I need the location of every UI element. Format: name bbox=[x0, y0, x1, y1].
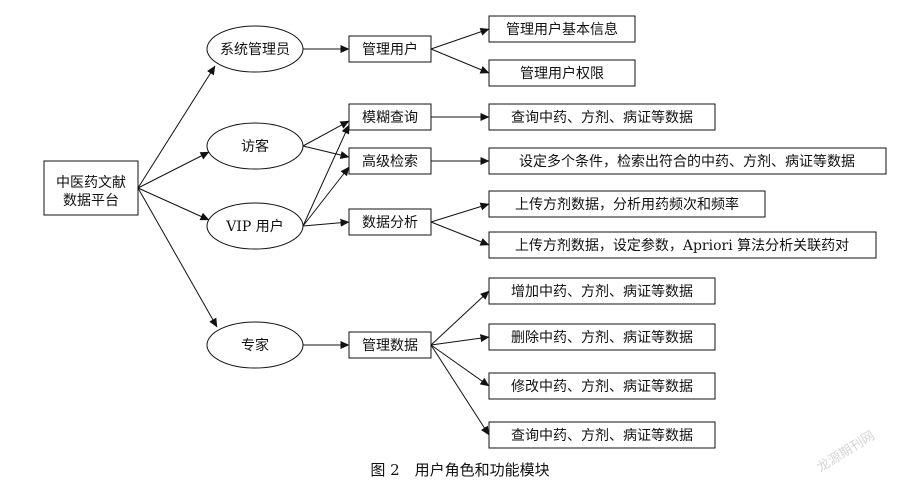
function-label: 增加中药、方剂、病证等数据 bbox=[511, 283, 693, 300]
arrow-manage_users-to-f1 bbox=[430, 27, 490, 50]
function-label: 查询中药、方剂、病证等数据 bbox=[511, 109, 693, 126]
function-label: 设定多个条件，检索出符合的中药、方剂、病证等数据 bbox=[519, 153, 855, 170]
module-advanced-search: 高级检索 bbox=[348, 147, 432, 175]
module-data-analysis-label: 数据分析 bbox=[362, 215, 418, 231]
role-admin: 系统管理员 bbox=[206, 25, 304, 73]
role-admin-label: 系统管理员 bbox=[220, 42, 290, 58]
role-expert: 专家 bbox=[206, 321, 304, 369]
arrow-data_analysis-to-f5 bbox=[430, 202, 490, 223]
function-box: 修改中药、方剂、病证等数据 bbox=[488, 372, 716, 400]
function-label: 管理用户基本信息 bbox=[506, 21, 618, 38]
arrow-visitor-to-fuzzy_query bbox=[302, 120, 350, 147]
function-box: 设定多个条件，检索出符合的中药、方剂、病证等数据 bbox=[488, 147, 887, 175]
function-box: 增加中药、方剂、病证等数据 bbox=[488, 277, 716, 305]
arrow-visitor-to-advanced_search bbox=[302, 145, 350, 159]
arrow-vip-to-fuzzy_query bbox=[302, 124, 350, 227]
platform-label-line1: 中医药文献 bbox=[56, 175, 126, 191]
role-visitor: 访客 bbox=[206, 122, 304, 170]
function-label: 管理用户权限 bbox=[520, 65, 604, 82]
arrow-manage_users-to-f2 bbox=[430, 48, 490, 74]
module-advanced-search-label: 高级检索 bbox=[362, 153, 418, 170]
module-manage-data: 管理数据 bbox=[348, 331, 432, 359]
function-box: 查询中药、方剂、病证等数据 bbox=[488, 103, 716, 131]
function-label: 删除中药、方剂、病证等数据 bbox=[511, 329, 693, 346]
arrow-platform-to-visitor bbox=[137, 151, 210, 189]
role-vip-label: VIP 用户 bbox=[225, 218, 284, 235]
function-box: 上传方剂数据，分析用药频次和频率 bbox=[488, 190, 766, 218]
function-label: 修改中药、方剂、病证等数据 bbox=[511, 378, 693, 395]
module-fuzzy-query: 模糊查询 bbox=[348, 103, 432, 131]
arrow-vip-to-advanced_search bbox=[302, 166, 350, 227]
arrow-platform-to-admin bbox=[137, 65, 216, 189]
watermark: 龙源期刊网 bbox=[815, 428, 878, 475]
function-label: 查询中药、方剂、病证等数据 bbox=[511, 427, 693, 444]
platform-node: 中医药文献 数据平台 bbox=[43, 160, 139, 216]
function-box: 管理用户基本信息 bbox=[488, 15, 636, 43]
figure-caption: 图 2 用户角色和功能模块 bbox=[370, 461, 549, 479]
role-expert-label: 专家 bbox=[241, 337, 269, 354]
arrow-platform-to-expert bbox=[137, 187, 218, 328]
arrow-manage_data-to-f9 bbox=[430, 344, 490, 387]
arrow-manage_data-to-f8 bbox=[430, 334, 490, 346]
function-box: 管理用户权限 bbox=[488, 59, 636, 87]
arrow-manage_data-to-f7 bbox=[430, 290, 490, 346]
module-manage-data-label: 管理数据 bbox=[362, 338, 418, 354]
function-box: 删除中药、方剂、病证等数据 bbox=[488, 323, 716, 351]
platform-label-line2: 数据平台 bbox=[63, 193, 119, 209]
function-box: 上传方剂数据，设定参数，Apriori 算法分析关联药对 bbox=[488, 231, 877, 259]
connector-layer bbox=[137, 27, 490, 436]
module-manage-users-label: 管理用户 bbox=[362, 41, 418, 58]
arrow-manage_data-to-f10 bbox=[430, 344, 490, 436]
role-vip: VIP 用户 bbox=[206, 202, 304, 250]
arrow-platform-to-vip bbox=[137, 187, 210, 221]
module-fuzzy-query-label: 模糊查询 bbox=[362, 110, 418, 126]
module-manage-users: 管理用户 bbox=[348, 35, 432, 63]
arrow-vip-to-data_analysis bbox=[302, 218, 350, 227]
function-label: 上传方剂数据，分析用药频次和频率 bbox=[515, 196, 739, 213]
role-visitor-label: 访客 bbox=[241, 138, 269, 155]
arrow-data_analysis-to-f6 bbox=[430, 221, 490, 246]
module-data-analysis: 数据分析 bbox=[348, 208, 432, 236]
function-box: 查询中药、方剂、病证等数据 bbox=[488, 421, 716, 449]
function-label: 上传方剂数据，设定参数，Apriori 算法分析关联药对 bbox=[515, 237, 849, 254]
